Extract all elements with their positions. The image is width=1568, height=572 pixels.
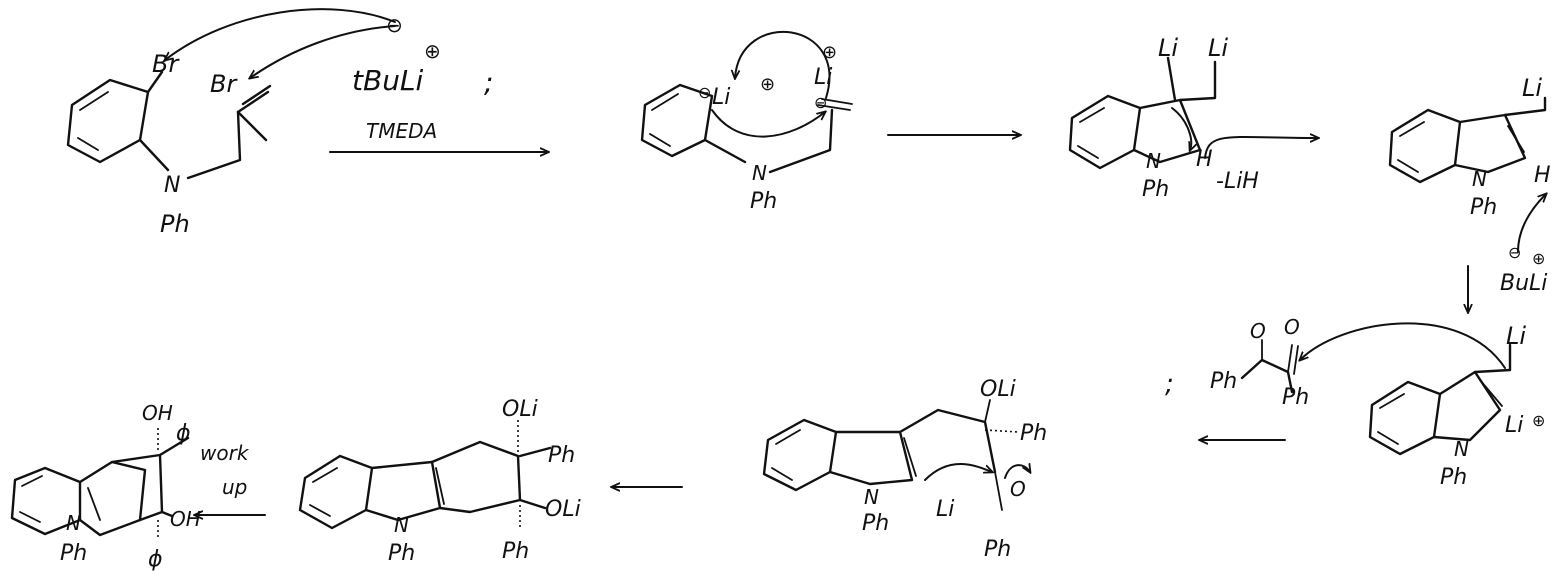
nitrogen-label: N <box>864 485 879 509</box>
dilithium-diolate: OLi Ph OLi Ph N Ph <box>298 397 581 566</box>
curly-arrow-ring-closure <box>924 463 992 481</box>
alkoxide-label: OLi <box>980 377 1016 402</box>
c2-lithium-label: Li <box>936 497 954 522</box>
phenyl-label: Ph <box>1142 177 1169 202</box>
lithium-label-2: Li <box>1208 34 1228 62</box>
phenyl-label: Ph <box>160 210 190 238</box>
workup-label-work: work <box>200 441 250 465</box>
final-diol-product: OH ϕ OH ϕ N Ph work up <box>10 401 250 572</box>
plus-charge-icon: ⊕ <box>424 39 441 63</box>
curly-arrow-deprotonation <box>1517 194 1546 253</box>
bromo-label-aryl: Br <box>152 50 180 78</box>
reagent-separator: ; <box>484 66 493 99</box>
vinyl-lithium-label: Li <box>814 65 832 90</box>
phenyl-label: Ph <box>1470 195 1497 220</box>
lithium-plus-icon: ⊕ <box>760 74 775 95</box>
c2-hydrogen-label: H <box>1534 163 1551 188</box>
nitrogen-label: N <box>1472 167 1487 191</box>
curly-arrow-bond-shift <box>1171 107 1191 150</box>
nitrogen-label: N <box>752 161 767 185</box>
buli-label: BuLi <box>1500 271 1547 296</box>
phenyl-label-2: Ph <box>1282 385 1309 410</box>
reagent-separator: ; <box>1165 369 1174 399</box>
tbuli-reagent: tBuLi ⊖ ⊕ ; TMEDA <box>352 13 493 143</box>
tmeda-label: TMEDA <box>366 119 437 143</box>
indolyl-methyllithium: Li H N Ph <box>1388 74 1551 220</box>
curly-arrow-hydride-loss <box>1204 137 1318 159</box>
lithium-label-1: Li <box>1158 34 1178 62</box>
plus-charge-icon: ⊕ <box>1532 411 1545 430</box>
curly-arrow-to-aryl-br <box>165 8 396 60</box>
hydroxyl-label-2: OH <box>170 507 201 531</box>
phenyl-label-2: Ph <box>862 511 889 536</box>
phenyl-label-1: Ph <box>1020 421 1047 446</box>
nitrogen-label: N <box>1146 149 1161 173</box>
cyclized-intermediate: Li Li H -LiH N Ph <box>1068 34 1259 202</box>
phenyl-label-2: Ph <box>502 539 529 564</box>
phenyl-label: Ph <box>750 189 777 214</box>
phenyl-label-3: Ph <box>388 541 415 566</box>
phenyl-label: Ph <box>60 541 87 566</box>
lih-elimination-label: -LiH <box>1216 169 1259 194</box>
carbanion-minus-icon: ⊖ <box>698 83 711 102</box>
workup-label-up: up <box>222 475 247 499</box>
dilithio-indole: Li Li ⊕ N Ph <box>1368 322 1545 490</box>
lithium-label: Li <box>1506 322 1526 350</box>
oxygen-label-2: O <box>1284 315 1300 339</box>
nitrogen-label: N <box>164 173 180 198</box>
c2-lithium-label: Li <box>1505 413 1523 438</box>
phenyl-label-1: Ph <box>1210 369 1237 394</box>
starting-material-dibromide: Br Br N Ph <box>66 50 272 238</box>
oxygen-label-1: O <box>1250 319 1266 343</box>
alkoxide-label-2: OLi <box>545 497 581 522</box>
minus-charge-icon: ⊖ <box>386 13 403 37</box>
phenyl-label-3: Ph <box>984 537 1011 562</box>
aryl-lithium-label: Li <box>712 85 730 110</box>
ketone-oxygen-label: O <box>1010 477 1026 501</box>
hydroxyl-label-1: OH <box>142 401 173 425</box>
buli-reagent-2: BuLi ⊖ ⊕ <box>1500 243 1547 296</box>
curly-arrow-to-vinyl-br <box>250 25 396 78</box>
nitrogen-label: N <box>1454 437 1469 461</box>
nitrogen-label: N <box>66 511 81 535</box>
curly-arrow-carbonyl <box>1004 465 1030 479</box>
curly-arrow-li-transfer <box>735 30 831 99</box>
phenyl-label-1: Ph <box>548 443 575 468</box>
phenyl-phi-label-2: ϕ <box>148 547 163 572</box>
tbuli-label: tBuLi <box>352 64 424 97</box>
curly-arrow-addition <box>1300 322 1506 369</box>
plus-charge-icon: ⊕ <box>1532 249 1545 268</box>
phenyl-phi-label-1: ϕ <box>176 421 191 446</box>
curly-arrow-cyclization <box>711 109 825 138</box>
hydride-label: H <box>1196 147 1213 172</box>
vinyl-minus-icon: ⊖ <box>814 93 827 112</box>
nitrogen-label: N <box>394 513 409 537</box>
lithium-alkoxide-intermediate: OLi Ph O Li N Ph Ph <box>762 377 1047 562</box>
minus-charge-icon: ⊖ <box>1508 243 1521 262</box>
phenyl-label: Ph <box>1440 465 1467 490</box>
lithium-label: Li <box>1522 74 1542 102</box>
bromo-label-vinyl: Br <box>210 70 238 98</box>
dilithio-intermediate: Li ⊖ ⊕ Li ⊕ ⊖ N Ph <box>640 42 853 214</box>
vinyl-lithium-plus-icon: ⊕ <box>822 42 837 63</box>
alkoxide-label-1: OLi <box>502 397 538 422</box>
benzil-reagent: ; Ph O O Ph <box>1165 315 1309 410</box>
